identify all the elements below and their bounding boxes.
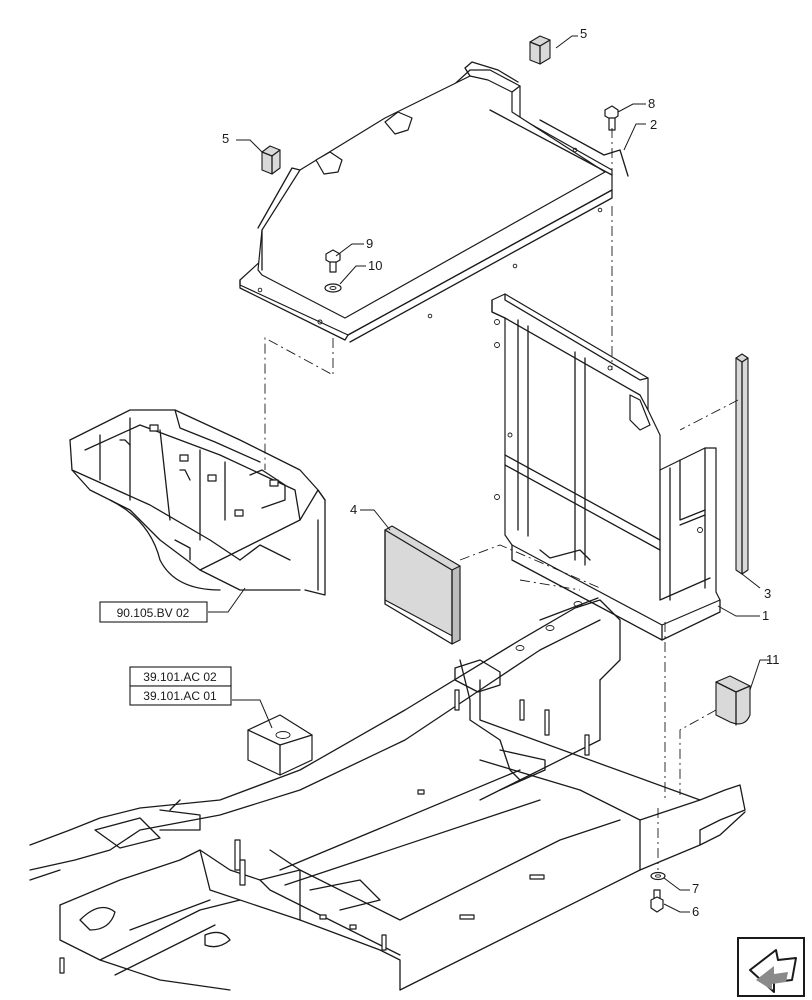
callout-9: 9 [366, 236, 373, 251]
part-3-seal-strip [735, 353, 749, 575]
alignment-lines [264, 128, 739, 870]
callout-6: 6 [692, 904, 699, 919]
left-frame-structure [69, 409, 326, 596]
callout-5-upper: 5 [580, 26, 587, 41]
part-10-washer [324, 283, 342, 293]
reference-link-mount-top[interactable]: 39.101.AC 02 [129, 666, 232, 687]
callout-labels: 1 2 3 4 5 5 6 7 8 9 10 11 [222, 26, 780, 919]
callout-4: 4 [350, 502, 357, 517]
part-1-bracket-box [491, 293, 721, 641]
main-chassis-frame [29, 597, 746, 991]
reference-mount-bottom-text[interactable]: 39.101.AC 01 [143, 689, 217, 703]
part-5-rubber-pad-upper [529, 35, 551, 65]
part-2-top-frame [239, 61, 629, 343]
part-7-washer [650, 871, 666, 881]
part-6-bolt [650, 889, 664, 913]
callout-1: 1 [762, 608, 769, 623]
leader-lines [208, 35, 770, 913]
part-5-rubber-pad-lower [261, 145, 281, 175]
part-4-insulation-pad [384, 525, 461, 645]
reference-mount-top-text[interactable]: 39.101.AC 02 [143, 670, 217, 684]
next-page-arrow-icon[interactable] [737, 937, 805, 997]
callout-10: 10 [368, 258, 382, 273]
callout-8: 8 [648, 96, 655, 111]
callout-11: 11 [766, 652, 780, 667]
reference-link-mount-bottom[interactable]: 39.101.AC 01 [129, 685, 232, 706]
callout-5-lower: 5 [222, 131, 229, 146]
part-8-bolt [604, 105, 619, 131]
callout-3: 3 [764, 586, 771, 601]
part-11-rubber-block [715, 675, 751, 726]
callout-7: 7 [692, 881, 699, 896]
callout-2: 2 [650, 117, 657, 132]
reference-link-frame[interactable]: 90.105.BV 02 [99, 601, 208, 623]
part-9-bolt [325, 249, 341, 273]
reference-frame-text[interactable]: 90.105.BV 02 [117, 606, 190, 620]
